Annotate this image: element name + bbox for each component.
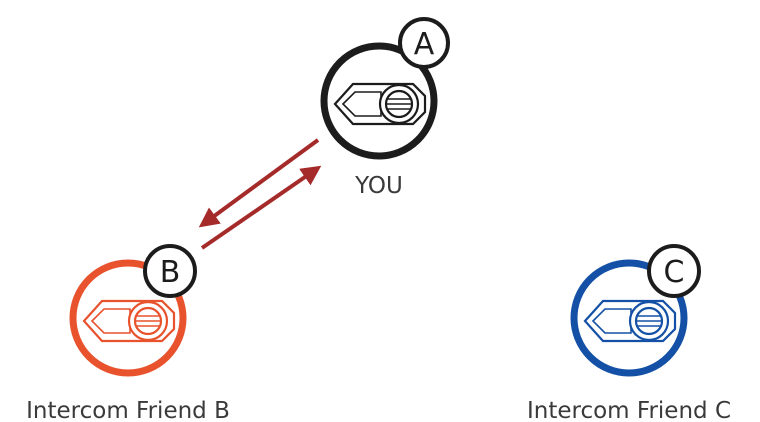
headset-device-icon — [585, 301, 675, 341]
arrow-to-b — [202, 140, 318, 225]
headset-device-icon — [84, 301, 174, 341]
node-friend-c: C Intercom Friend C — [527, 246, 731, 422]
node-you-label: YOU — [354, 173, 403, 199]
node-you: A YOU — [324, 19, 448, 199]
badge-c-letter: C — [664, 255, 685, 290]
headset-device-icon — [335, 84, 425, 124]
node-friend-c-label: Intercom Friend C — [527, 398, 731, 422]
badge-b-letter: B — [160, 255, 181, 290]
node-friend-b: B Intercom Friend B — [26, 246, 230, 422]
arrow-to-a — [202, 168, 318, 248]
node-friend-b-label: Intercom Friend B — [26, 398, 230, 422]
badge-a-letter: A — [414, 27, 435, 62]
connection-arrows — [202, 140, 318, 248]
